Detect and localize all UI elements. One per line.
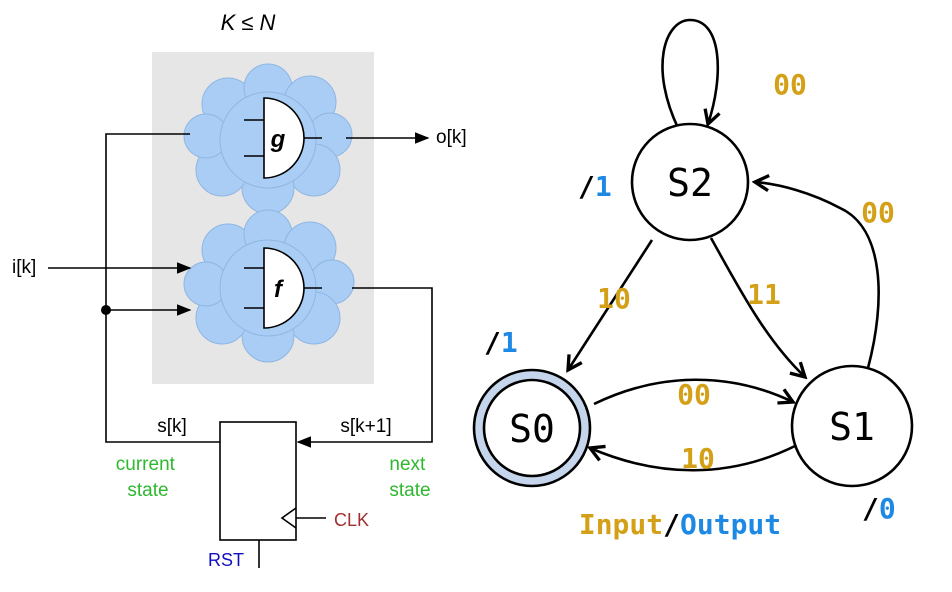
edge-S1-S0: [590, 446, 796, 472]
transition-label-S0-S1: 00: [677, 378, 711, 411]
transition-label-S2-S1: 11: [747, 278, 781, 311]
gate-f-label: f: [274, 276, 284, 303]
output-label: o[k]: [436, 127, 467, 148]
junction-dot: [101, 305, 111, 315]
transition-label-S2-S2: 00: [773, 68, 807, 101]
state-output-S0: /1: [484, 326, 518, 359]
state-register: [219, 421, 297, 541]
state-label-S1: S1: [829, 405, 875, 449]
state-output-S2: /1: [578, 170, 612, 203]
state-node-S2: S2: [630, 122, 750, 242]
fsm-diagram: S2 S0 S1 00 00 10 11 00 10 /1 /1 /0 Inpu…: [472, 18, 914, 541]
constraint-label: K ≤ N: [221, 10, 276, 35]
gate-f: f: [244, 247, 322, 329]
current-state-caption: current state: [116, 454, 180, 501]
circuit-diagram: K ≤ N g f: [12, 10, 467, 570]
clk-label: CLK: [334, 510, 369, 530]
fsm-legend: Input/Output: [579, 508, 781, 541]
state-label-S2: S2: [667, 161, 713, 205]
edge-S2-S2: [661, 18, 717, 133]
gate-g-label: g: [270, 126, 286, 153]
rst-label: RST: [208, 550, 244, 570]
next-state-caption: next state: [389, 454, 430, 501]
current-state-signal: s[k]: [157, 416, 187, 437]
state-node-S1: S1: [790, 364, 914, 488]
next-state-signal: s[k+1]: [340, 416, 391, 437]
state-output-S1: /0: [862, 492, 896, 525]
edge-S1-S2: [755, 182, 880, 369]
input-label: i[k]: [12, 257, 36, 278]
edge-S2-S1: [709, 237, 805, 377]
state-label-S0: S0: [509, 407, 555, 451]
transition-label-S1-S0: 10: [681, 442, 715, 475]
edge-S0-S1: [593, 378, 793, 406]
state-node-S0: S0: [472, 368, 592, 488]
circuit-wires: [48, 132, 433, 568]
gate-g: g: [244, 97, 322, 179]
edge-S2-S0: [568, 239, 654, 370]
transition-label-S1-S2: 00: [861, 196, 895, 229]
transition-label-S2-S0: 10: [597, 282, 631, 315]
